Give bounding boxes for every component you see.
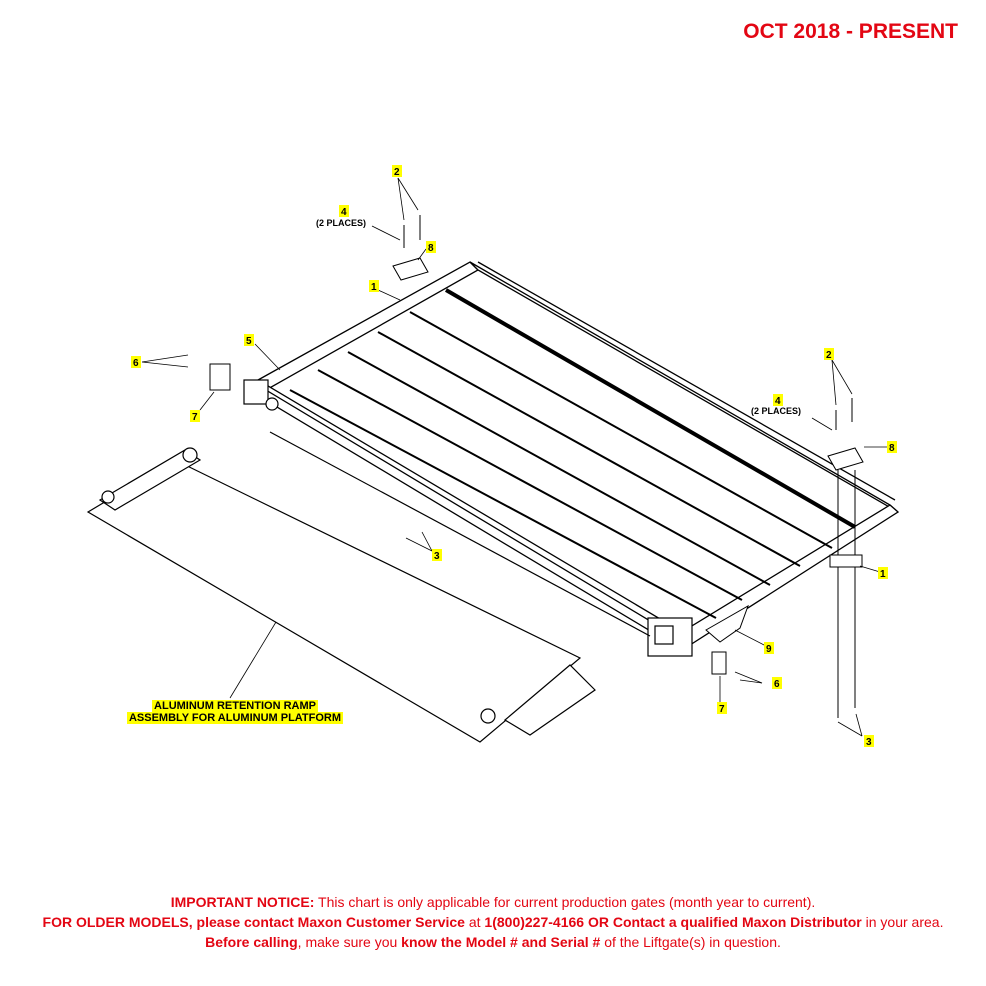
ramp-label-line2: ASSEMBLY FOR ALUMINUM PLATFORM [126,712,344,724]
platform-frame [251,261,900,651]
callout-9: 9 [766,644,772,655]
ramp [86,431,651,743]
callout-6-right: 6 [774,679,780,690]
ramp-label-line1: ALUMINUM RETENTION RAMP [152,700,318,712]
notice-older-models: FOR OLDER MODELS, please contact Maxon C… [42,914,465,930]
notice-phone: 1(800)227-4166 OR Contact a qualified Ma… [484,914,862,930]
notice-text-2b: in your area. [861,914,944,930]
callout-5: 5 [246,336,252,347]
leader-lines [141,177,888,737]
callout-4-right: 4 [775,396,781,407]
callout-6-left: 6 [133,358,139,369]
left-end-block [243,379,693,657]
callout-1-right: 1 [880,569,886,580]
callout-4-top: 4 [341,207,347,218]
notice-before-calling: Before calling [205,934,298,950]
callout-2-top: 2 [394,167,400,178]
notice-text-1: This chart is only applicable for curren… [314,894,816,910]
fastener-hardware [209,215,864,718]
date-range-title: OCT 2018 - PRESENT [743,20,958,43]
callout-1-top: 1 [371,282,377,293]
callout-4-top-note: (2 PLACES) [316,218,366,228]
platform-slats [289,288,857,619]
callout-8-top: 8 [428,243,434,254]
notice-heading: IMPORTANT NOTICE: [170,894,315,910]
callout-3-right: 3 [866,737,872,748]
notice-text-2c: , make sure you [297,934,402,950]
callout-2-right: 2 [826,350,832,361]
notice-text-2a: at [464,914,485,930]
notice-text-2d: of the Liftgate(s) in question. [600,934,781,950]
ramp-assembly-label: ALUMINUM RETENTION RAMP ASSEMBLY FOR ALU… [112,700,358,724]
notice-know-model: know the Model # and Serial # [401,934,601,950]
important-notice: IMPORTANT NOTICE: This chart is only app… [40,892,946,952]
callout-7-right: 7 [719,704,725,715]
callout-3-center: 3 [434,551,440,562]
callout-8-right: 8 [889,443,895,454]
callout-labels: 2 4 (2 PLACES) 8 1 5 6 7 2 4 (2 PLACES) … [131,165,897,748]
callout-4-right-note: (2 PLACES) [751,406,801,416]
callout-7-left: 7 [192,412,198,423]
